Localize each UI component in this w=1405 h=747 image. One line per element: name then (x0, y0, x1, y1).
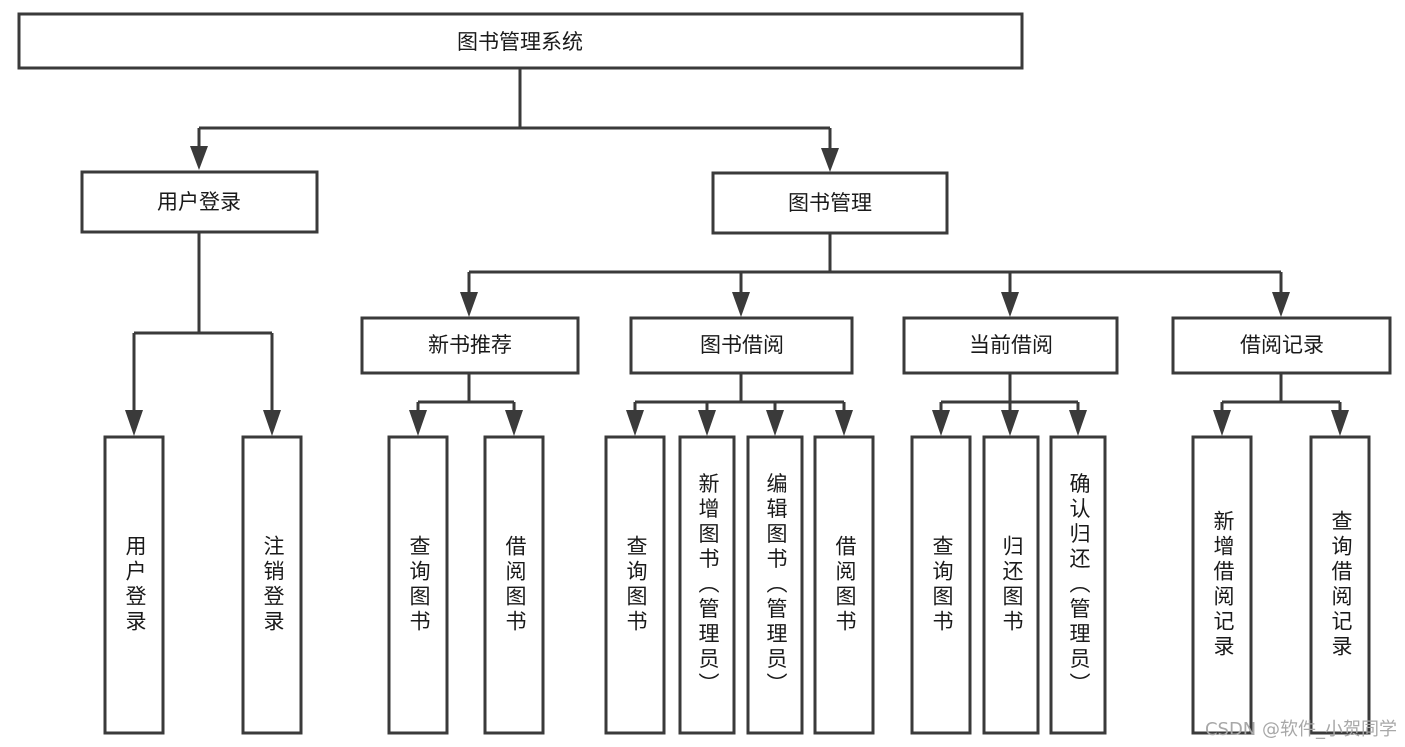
leaf-node-current-query[interactable]: 查询图书 (910, 435, 972, 735)
node-borrow-records[interactable]: 借阅记录 (1171, 316, 1392, 375)
arrow-records-leaf2 (1331, 410, 1349, 436)
arrow-newbook-leaf1 (409, 410, 427, 436)
leaf-node-borrow-lend-book-box[interactable] (813, 435, 875, 735)
leaf-node-records-query-box[interactable] (1309, 435, 1371, 735)
leaf-node-borrow-edit-book-box[interactable] (746, 435, 804, 735)
arrow-root-to-bookmgmt (821, 148, 839, 172)
leaf-node-current-return-box[interactable] (982, 435, 1040, 735)
node-book-management-box[interactable] (711, 171, 949, 235)
leaf-node-user-login-signin-label: 用户登录 (123, 535, 147, 635)
leaf-node-newbook-borrow-label: 借阅图书 (503, 535, 527, 635)
node-current-borrow[interactable]: 当前借阅 (902, 316, 1119, 375)
node-book-management[interactable]: 图书管理 (711, 171, 949, 235)
node-root-system-box[interactable] (17, 12, 1024, 70)
node-book-borrow-box[interactable] (629, 316, 854, 375)
node-root-system[interactable]: 图书管理系统 (17, 12, 1024, 70)
leaf-node-current-confirm-return[interactable]: 确认归还（管理员） (1049, 435, 1107, 735)
arrow-current-leaf3 (1069, 410, 1087, 436)
arrow-borrow-leaf2 (698, 410, 716, 436)
leaf-node-borrow-edit-book[interactable]: 编辑图书（管理员） (746, 435, 804, 735)
leaf-node-user-login-signout[interactable]: 注销登录 (241, 435, 303, 735)
arrow-borrow-leaf3 (766, 410, 784, 436)
arrow-records-leaf1 (1213, 410, 1231, 436)
leaf-node-user-login-signin[interactable]: 用户登录 (103, 435, 165, 735)
leaf-node-current-query-label: 查询图书 (930, 535, 954, 635)
leaf-node-user-login-signin-box[interactable] (103, 435, 165, 735)
node-current-borrow-box[interactable] (902, 316, 1119, 375)
leaf-node-current-return[interactable]: 归还图书 (982, 435, 1040, 735)
arrow-current-leaf1 (932, 410, 950, 436)
leaf-node-records-query-label: 查询借阅记录 (1329, 510, 1353, 660)
node-root-system-label: 图书管理系统 (457, 30, 583, 54)
leaf-node-newbook-borrow[interactable]: 借阅图书 (483, 435, 545, 735)
leaf-node-current-query-box[interactable] (910, 435, 972, 735)
leaf-node-records-add-label: 新增借阅记录 (1211, 510, 1235, 660)
node-new-book-recommend-label: 新书推荐 (428, 333, 512, 357)
node-book-borrow-label: 图书借阅 (700, 333, 784, 357)
leaf-node-borrow-lend-book[interactable]: 借阅图书 (813, 435, 875, 735)
arrow-current-leaf2 (1001, 410, 1019, 436)
node-borrow-records-label: 借阅记录 (1240, 333, 1324, 357)
leaf-node-user-login-signout-label: 注销登录 (261, 535, 285, 635)
node-book-borrow[interactable]: 图书借阅 (629, 316, 854, 375)
leaf-node-current-confirm-return-box[interactable] (1049, 435, 1107, 735)
arrow-bookmgmt-records (1272, 292, 1290, 317)
leaf-node-records-add-box[interactable] (1191, 435, 1253, 735)
node-user-login-box[interactable] (80, 170, 319, 234)
leaf-node-current-confirm-return-label: 确认归还（管理员） (1067, 473, 1091, 698)
leaf-node-borrow-query-label: 查询图书 (624, 535, 648, 635)
leaf-node-newbook-borrow-box[interactable] (483, 435, 545, 735)
leaf-node-current-return-label: 归还图书 (1000, 535, 1024, 635)
leaf-node-newbook-query-box[interactable] (387, 435, 449, 735)
leaf-node-borrow-edit-book-label: 编辑图书（管理员） (764, 473, 788, 698)
leaf-node-borrow-query-box[interactable] (604, 435, 666, 735)
arrow-borrow-leaf4 (835, 410, 853, 436)
node-book-management-label: 图书管理 (788, 191, 872, 215)
arrow-userlogin-leaf2 (263, 410, 281, 436)
node-current-borrow-label: 当前借阅 (969, 333, 1053, 357)
leaf-node-records-add[interactable]: 新增借阅记录 (1191, 435, 1253, 735)
node-user-login-label: 用户登录 (157, 190, 241, 214)
arrow-root-to-userlogin (190, 146, 208, 170)
leaf-node-borrow-add-book-label: 新增图书（管理员） (696, 473, 720, 698)
leaf-node-newbook-query-label: 查询图书 (407, 535, 431, 635)
node-user-login[interactable]: 用户登录 (80, 170, 319, 234)
leaf-node-borrow-query[interactable]: 查询图书 (604, 435, 666, 735)
node-new-book-recommend-box[interactable] (360, 316, 580, 375)
leaf-node-user-login-signout-box[interactable] (241, 435, 303, 735)
arrow-bookmgmt-current (1001, 292, 1019, 317)
arrow-bookmgmt-borrow (732, 292, 750, 317)
leaf-node-newbook-query[interactable]: 查询图书 (387, 435, 449, 735)
arrow-borrow-leaf1 (626, 410, 644, 436)
arrow-userlogin-leaf1 (125, 410, 143, 436)
leaf-node-records-query[interactable]: 查询借阅记录 (1309, 435, 1371, 735)
arrow-newbook-leaf2 (505, 410, 523, 436)
leaf-node-borrow-add-book-box[interactable] (678, 435, 736, 735)
leaf-node-borrow-lend-book-label: 借阅图书 (833, 535, 857, 635)
connector-layer (125, 68, 1349, 436)
leaf-node-borrow-add-book[interactable]: 新增图书（管理员） (678, 435, 736, 735)
arrow-bookmgmt-newbook (460, 292, 478, 317)
node-new-book-recommend[interactable]: 新书推荐 (360, 316, 580, 375)
node-borrow-records-box[interactable] (1171, 316, 1392, 375)
